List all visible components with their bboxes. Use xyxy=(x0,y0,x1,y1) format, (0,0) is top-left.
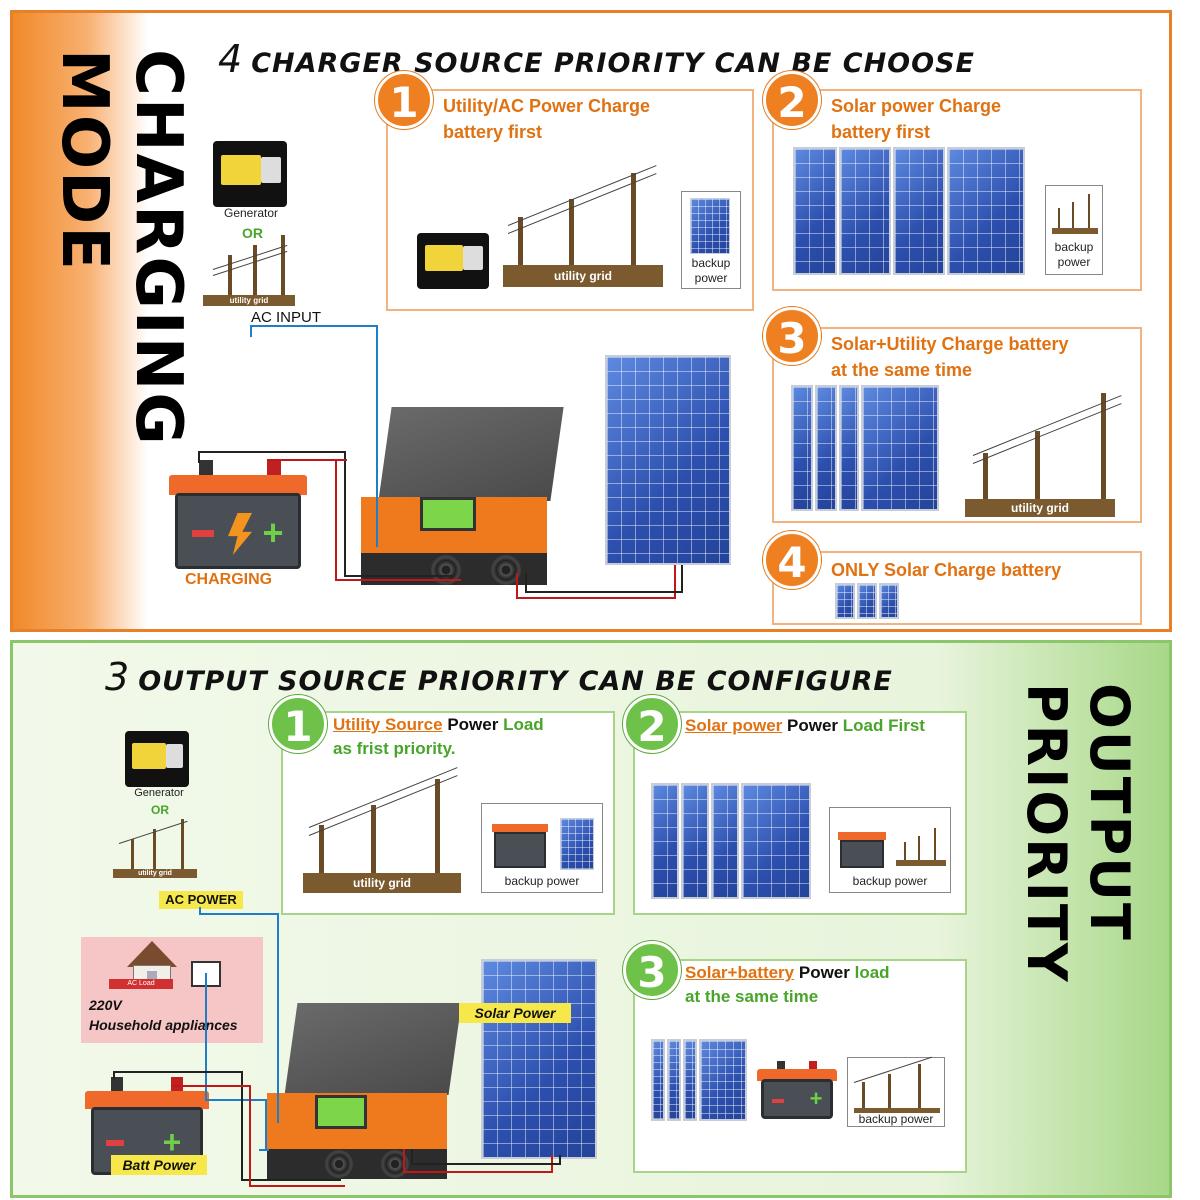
option1-generator-icon xyxy=(417,233,489,289)
charge-option-4 xyxy=(772,551,1142,625)
inverter-lcd xyxy=(420,497,476,531)
option3-solar-4 xyxy=(861,385,939,511)
charge-option-3-badge: 3 xyxy=(763,307,821,365)
output-main-solar-panel xyxy=(481,959,597,1159)
option3-solar-2 xyxy=(815,385,837,511)
generator-icon xyxy=(213,141,287,207)
output-option3-solar-4 xyxy=(699,1039,747,1121)
charger-title-number: 4 xyxy=(218,37,244,81)
output-option3-solar-1 xyxy=(651,1039,665,1121)
charge-option-4-label: ONLY Solar Charge battery xyxy=(831,560,1062,580)
option4-solar-1 xyxy=(835,583,855,619)
generator-label: Generator xyxy=(223,206,279,220)
output-or-label: OR xyxy=(151,803,169,817)
household-appliances-box xyxy=(81,937,263,1043)
charging-side-band xyxy=(13,13,148,629)
solar-power-label: Solar Power xyxy=(459,1003,571,1023)
charge-option-1-label: Utility/AC Power Charge battery first xyxy=(443,96,651,142)
output-option2-solar-2 xyxy=(681,783,709,899)
ac-power-label: AC POWER xyxy=(159,891,243,909)
ac-load-bar: AC Load xyxy=(109,979,173,989)
option2-solar-4 xyxy=(947,147,1025,275)
output-option2-solar-1 xyxy=(651,783,679,899)
option3-solar-3 xyxy=(839,385,859,511)
output-option2-solar-3 xyxy=(711,783,739,899)
output-title-number: 3 xyxy=(105,655,131,699)
household-label: 220V Household appliances xyxy=(89,997,238,1033)
output-option3-solar-3 xyxy=(683,1039,697,1121)
option2-solar-2 xyxy=(839,147,891,275)
batt-power-label: Batt Power xyxy=(111,1155,207,1175)
charging-label: CHARGING xyxy=(185,571,273,588)
option4-solar-2 xyxy=(857,583,877,619)
charge-option-2-label: Solar power Charge battery first xyxy=(831,96,1002,142)
option2-solar-1 xyxy=(793,147,837,275)
ac-input-label: AC INPUT xyxy=(251,309,322,326)
option3-solar-1 xyxy=(791,385,813,511)
output-option2-backup-card: backup power xyxy=(829,807,951,893)
output-option-3-label: Solar+battery Power load at the same tim… xyxy=(685,963,890,1006)
output-generator-label: Generator xyxy=(134,787,184,799)
or-label: OR xyxy=(242,225,263,241)
charge-option-4-badge: 4 xyxy=(763,531,821,589)
charge-option-1-badge: 1 xyxy=(375,71,433,129)
main-solar-panel xyxy=(605,355,731,565)
output-option-2-label: Solar power Power Load First xyxy=(685,716,925,735)
output-option3-backup-card: backup power xyxy=(847,1056,945,1127)
output-option-1-badge: 1 xyxy=(269,695,327,753)
charge-option-3-label: Solar+Utility Charge battery at the same… xyxy=(831,334,1069,380)
option2-solar-3 xyxy=(893,147,945,275)
option4-solar-3 xyxy=(879,583,899,619)
option1-backup-card: backup power xyxy=(681,191,741,289)
output-option-3-badge: 3 xyxy=(623,941,681,999)
output-priority-title: OUTPUT PRIORITY xyxy=(1015,683,1141,984)
charger-title-text: CHARGER SOURCE PRIORITY CAN BE CHOOSE xyxy=(251,48,975,79)
output-generator-icon xyxy=(125,731,189,787)
output-title-text: OUTPUT SOURCE PRIORITY CAN BE CONFIGURE xyxy=(138,666,893,697)
output-option1-backup-card: backup power xyxy=(481,803,603,893)
output-option3-solar-2 xyxy=(667,1039,681,1121)
output-option2-solar-4 xyxy=(741,783,811,899)
small-grid-label: utility grid xyxy=(203,295,295,306)
output-option-1-label: Utility Source Power Load as frist prior… xyxy=(333,715,544,758)
option2-backup-card: backup power xyxy=(1045,185,1103,275)
charging-mode-title: CHARGING MODE xyxy=(47,49,195,447)
charge-option-2-badge: 2 xyxy=(763,71,821,129)
output-option-2-badge: 2 xyxy=(623,695,681,753)
